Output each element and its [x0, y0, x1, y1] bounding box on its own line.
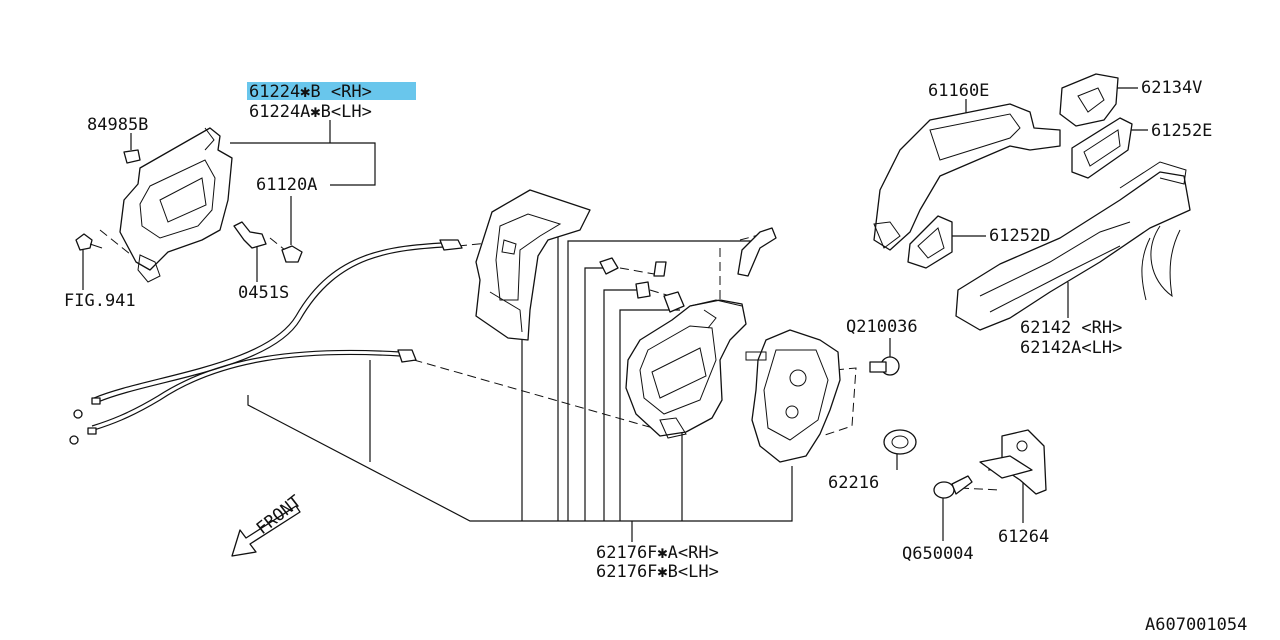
label-61160e[interactable]: 61160E — [928, 81, 989, 101]
label-q650004[interactable]: Q650004 — [902, 544, 974, 564]
label-61224b-rh[interactable]: 61224✱B <RH> — [249, 82, 372, 102]
bolt-q210036[interactable] — [869, 356, 900, 376]
label-62216[interactable]: 62216 — [828, 473, 879, 493]
door-latch-actuator[interactable] — [625, 299, 747, 439]
inner-door-handle[interactable] — [119, 127, 233, 283]
gasket-61252d[interactable] — [907, 215, 953, 269]
outer-handle-61160e[interactable] — [873, 103, 1061, 251]
label-62142a-lh[interactable]: 62142A<LH> — [1020, 338, 1122, 358]
label-62176fb-lh[interactable]: 62176F✱B<LH> — [596, 562, 719, 582]
bolt-fig941[interactable] — [75, 233, 103, 251]
label-84985b[interactable]: 84985B — [87, 115, 148, 135]
door-latch-body[interactable] — [745, 329, 841, 463]
lock-cables — [69, 239, 463, 445]
front-arrow: FRONT — [231, 492, 306, 557]
label-62142-rh[interactable]: 62142 <RH> — [1020, 318, 1122, 338]
label-61120a[interactable]: 61120A — [256, 175, 317, 195]
label-61264[interactable]: 61264 — [998, 527, 1049, 547]
assembly-lines — [99, 229, 1010, 491]
screw-0451s[interactable] — [233, 221, 267, 249]
striker-61264[interactable] — [979, 429, 1047, 495]
label-62176fa-rh[interactable]: 62176F✱A<RH> — [596, 543, 719, 563]
lock-panel-bracket[interactable] — [475, 189, 591, 341]
label-q210036[interactable]: Q210036 — [846, 317, 918, 337]
diagram-code: A607001054 — [1145, 615, 1247, 635]
label-0451s[interactable]: 0451S — [238, 283, 289, 303]
nut-84985b[interactable] — [123, 149, 141, 164]
label-61224ab-lh[interactable]: 61224A✱B<LH> — [249, 102, 372, 122]
screw-q650004[interactable] — [933, 475, 973, 499]
label-62134v[interactable]: 62134V — [1141, 78, 1202, 98]
label-fig941[interactable]: FIG.941 — [64, 291, 136, 311]
latch-small-parts[interactable] — [599, 227, 777, 313]
label-61252d[interactable]: 61252D — [989, 226, 1050, 246]
pad-62216[interactable] — [883, 429, 917, 455]
selected-part-highlight — [247, 82, 416, 100]
label-61252e[interactable]: 61252E — [1151, 121, 1212, 141]
clip-61120a[interactable] — [281, 245, 303, 263]
front-label: FRONT — [253, 492, 306, 539]
handle-frame-62142[interactable] — [955, 161, 1191, 331]
gasket-61252e[interactable] — [1071, 117, 1133, 179]
handle-cap-62134v[interactable] — [1059, 73, 1119, 127]
